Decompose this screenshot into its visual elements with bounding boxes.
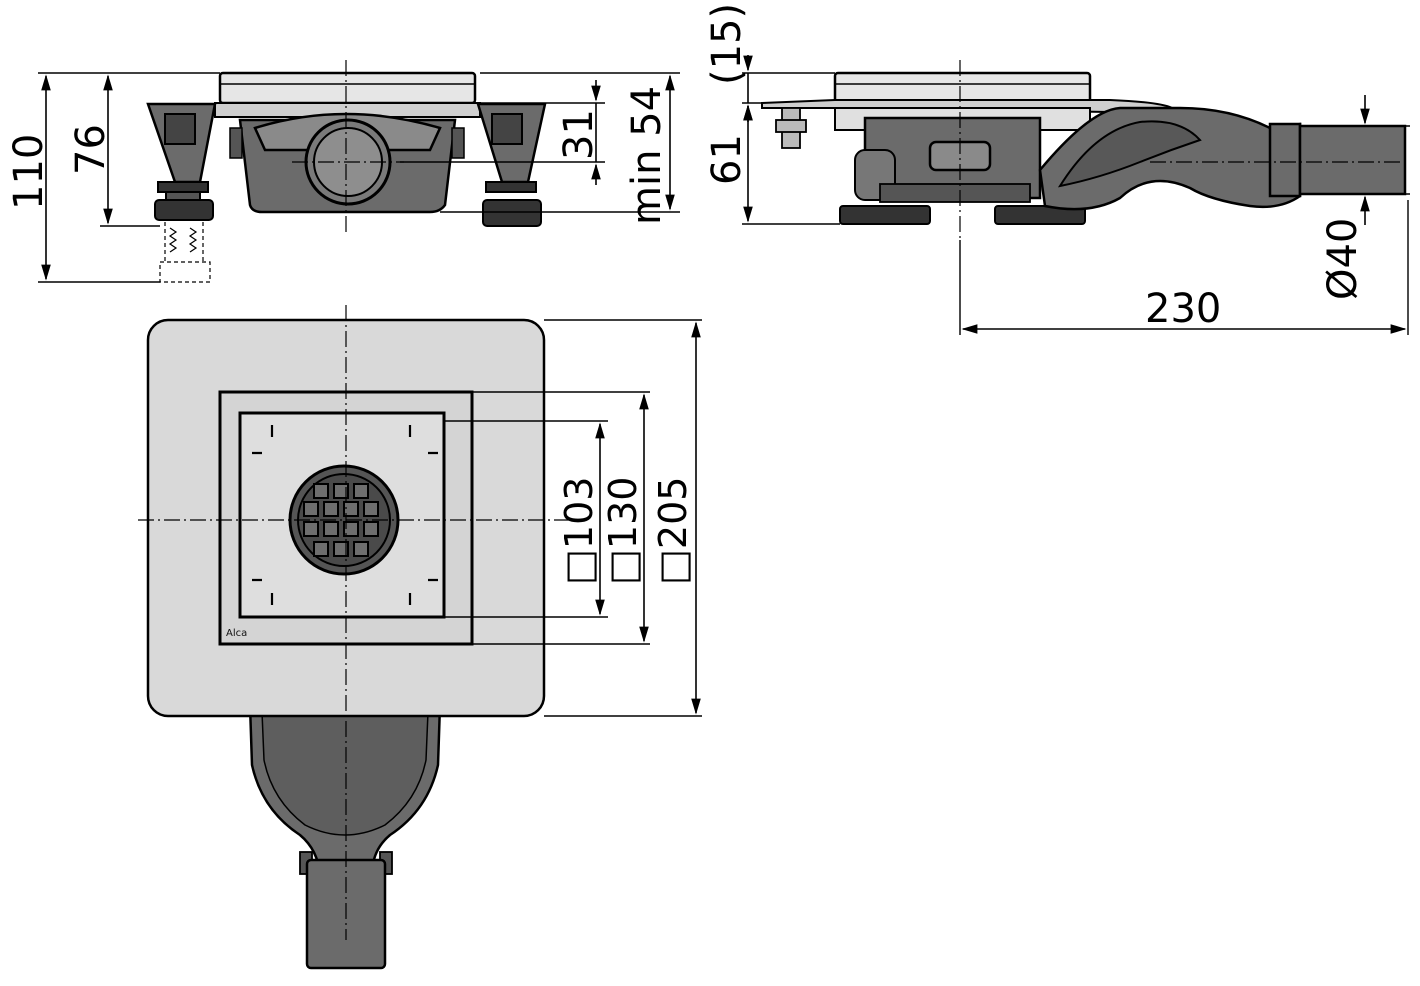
dim-profile-body-height: 61 bbox=[704, 134, 750, 185]
dim-overall-length: 230 bbox=[1145, 286, 1221, 332]
dim-outlet-diameter: Ø40 bbox=[1320, 218, 1366, 300]
side-view-front: 110 76 31 min 54 bbox=[6, 60, 680, 283]
dim-body-height: 76 bbox=[68, 124, 114, 175]
brand-logo-text: Alca bbox=[226, 628, 247, 639]
dim-mid-square: □130 bbox=[601, 477, 645, 585]
dim-outer-square: □205 bbox=[651, 477, 695, 585]
side-view-profile: (15) 61 Ø40 230 bbox=[704, 3, 1410, 335]
dim-overall-height: 110 bbox=[6, 134, 52, 210]
dim-outlet-center: 31 bbox=[556, 109, 602, 160]
dim-min-height: min 54 bbox=[624, 86, 670, 225]
dim-grate-height: (15) bbox=[704, 3, 750, 85]
top-view: Alca □103 □130 □205 bbox=[138, 305, 702, 970]
dim-inner-square: □103 bbox=[557, 477, 601, 585]
